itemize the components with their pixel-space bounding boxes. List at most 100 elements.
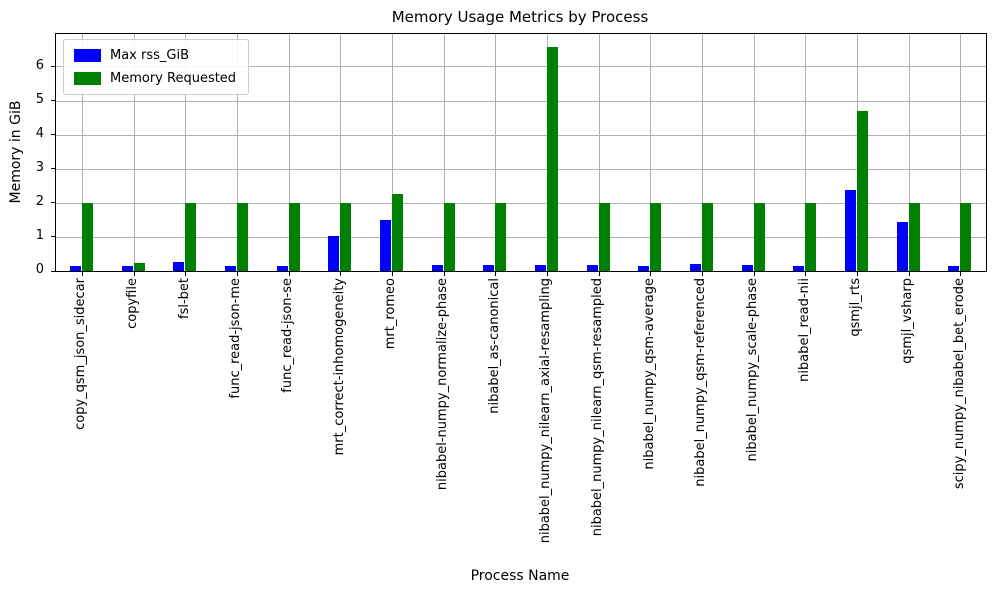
y-gridline — [56, 202, 986, 204]
x-tick-mark — [856, 272, 858, 276]
x-gridline — [753, 34, 755, 271]
legend-swatch-memory-requested — [74, 72, 101, 85]
x-tick-label: mrt_romeo — [383, 278, 399, 350]
legend-item-memory-requested: Memory Requested — [74, 71, 236, 86]
x-gridline — [288, 34, 290, 271]
category-slot — [314, 34, 366, 276]
y-tick-mark — [51, 236, 55, 238]
x-gridline — [133, 34, 135, 271]
x-tick-label-cell: fsl-bet — [158, 278, 210, 566]
bar-max-rss — [69, 265, 81, 271]
bar-max-rss — [379, 220, 391, 271]
x-tick-mark — [701, 272, 703, 276]
bar-max-rss — [586, 264, 598, 271]
x-tick-label: copy_qsm_json_sidecar — [73, 278, 89, 430]
bar-max-rss — [431, 265, 443, 271]
x-tick-mark — [236, 272, 238, 276]
x-tick-mark — [495, 272, 497, 276]
x-tick-label-cell: func_read-json-me — [210, 278, 262, 566]
bar-max-rss — [483, 265, 495, 271]
bars-layer — [56, 34, 986, 276]
x-tick-label: nibabel_numpy_qsm-average — [641, 278, 657, 470]
x-tick-label: func_read-json-me — [228, 278, 244, 399]
bar-max-rss — [793, 265, 805, 271]
y-tick-mark — [51, 202, 55, 204]
x-gridline — [81, 34, 83, 271]
bar-memory-requested — [133, 262, 145, 271]
y-tick-mark — [51, 134, 55, 136]
category-slot — [728, 34, 780, 276]
x-axis-label: Process Name — [470, 568, 570, 584]
x-gridline — [598, 34, 600, 271]
bar-memory-requested — [340, 203, 352, 271]
category-slot — [934, 34, 986, 276]
bar-memory-requested — [391, 193, 403, 271]
category-slot — [573, 34, 625, 276]
bar-max-rss — [689, 263, 701, 271]
x-tick-mark — [753, 272, 755, 276]
x-tick-label-cell: copy_qsm_json_sidecar — [55, 278, 107, 566]
category-slot — [159, 34, 211, 276]
x-gridline — [805, 34, 807, 271]
x-tick-label: nibabel_numpy_nilearn_qsm-resampled — [590, 278, 606, 537]
y-gridline — [56, 236, 986, 238]
x-tick-mark — [598, 272, 600, 276]
x-gridline — [185, 34, 187, 271]
category-slot — [108, 34, 160, 276]
x-tick-label: nibabel_numpy_scale-phase — [745, 278, 761, 462]
category-slot — [521, 34, 573, 276]
x-tick-label: nibabel_as-canonical — [486, 278, 502, 414]
x-tick-label: func_read-json-se — [280, 278, 296, 393]
x-tick-label-cell: nibabel_read-nii — [778, 278, 830, 566]
y-tick-mark — [51, 100, 55, 102]
legend-label-max-rss: Max rss_GiB — [110, 48, 190, 63]
legend-swatch-max-rss — [74, 49, 101, 62]
bar-max-rss — [534, 265, 546, 271]
chart-title: Memory Usage Metrics by Process — [391, 8, 649, 26]
bar-max-rss — [638, 265, 650, 271]
y-tick-label: 0 — [35, 262, 44, 277]
bar-max-rss — [896, 221, 908, 271]
x-tick-mark — [288, 272, 290, 276]
bar-memory-requested — [650, 203, 662, 271]
bar-memory-requested — [81, 203, 93, 271]
category-slot — [366, 34, 418, 276]
x-tick-label: copyfile — [125, 278, 140, 329]
x-tick-label-cell: nibabel_as-canonical — [468, 278, 520, 566]
y-gridline — [56, 168, 986, 170]
x-tick-mark — [391, 272, 393, 276]
category-slot — [779, 34, 831, 276]
x-tick-mark — [340, 272, 342, 276]
x-tick-mark — [805, 272, 807, 276]
y-gridline — [56, 66, 986, 68]
bar-max-rss — [276, 265, 288, 271]
category-slot — [263, 34, 315, 276]
bar-memory-requested — [960, 203, 972, 271]
category-slot — [831, 34, 883, 276]
y-gridline — [56, 134, 986, 136]
x-tick-label-cell: nibabel_numpy_nilearn_axial-resampling — [520, 278, 572, 566]
x-tick-label: fsl-bet — [176, 278, 192, 319]
bar-memory-requested — [443, 203, 455, 271]
y-tick-mark — [51, 66, 55, 68]
x-gridline — [960, 34, 962, 271]
y-tick-label: 4 — [35, 125, 44, 141]
y-tick-label: 5 — [35, 91, 44, 107]
bar-memory-requested — [753, 203, 765, 271]
category-slot — [418, 34, 470, 276]
x-tick-label-cell: qsmjl_rts — [830, 278, 882, 566]
y-tick-label: 3 — [35, 159, 44, 175]
x-tick-mark — [185, 272, 187, 276]
x-tick-label-cell: mrt_correct-inhomogeneity — [313, 278, 365, 566]
legend-label-memory-requested: Memory Requested — [110, 71, 237, 86]
x-tick-label: nibabel_read-nii — [796, 278, 812, 382]
x-tick-label: nibabel_numpy_qsm-referenced — [693, 278, 709, 487]
x-gridline — [236, 34, 238, 271]
y-gridline — [56, 100, 986, 102]
x-gridline — [391, 34, 393, 271]
y-tick-label: 1 — [35, 227, 44, 243]
x-tick-mark — [650, 272, 652, 276]
x-tick-label-cell: nibabel_numpy_scale-phase — [727, 278, 779, 566]
bar-max-rss — [844, 190, 856, 271]
